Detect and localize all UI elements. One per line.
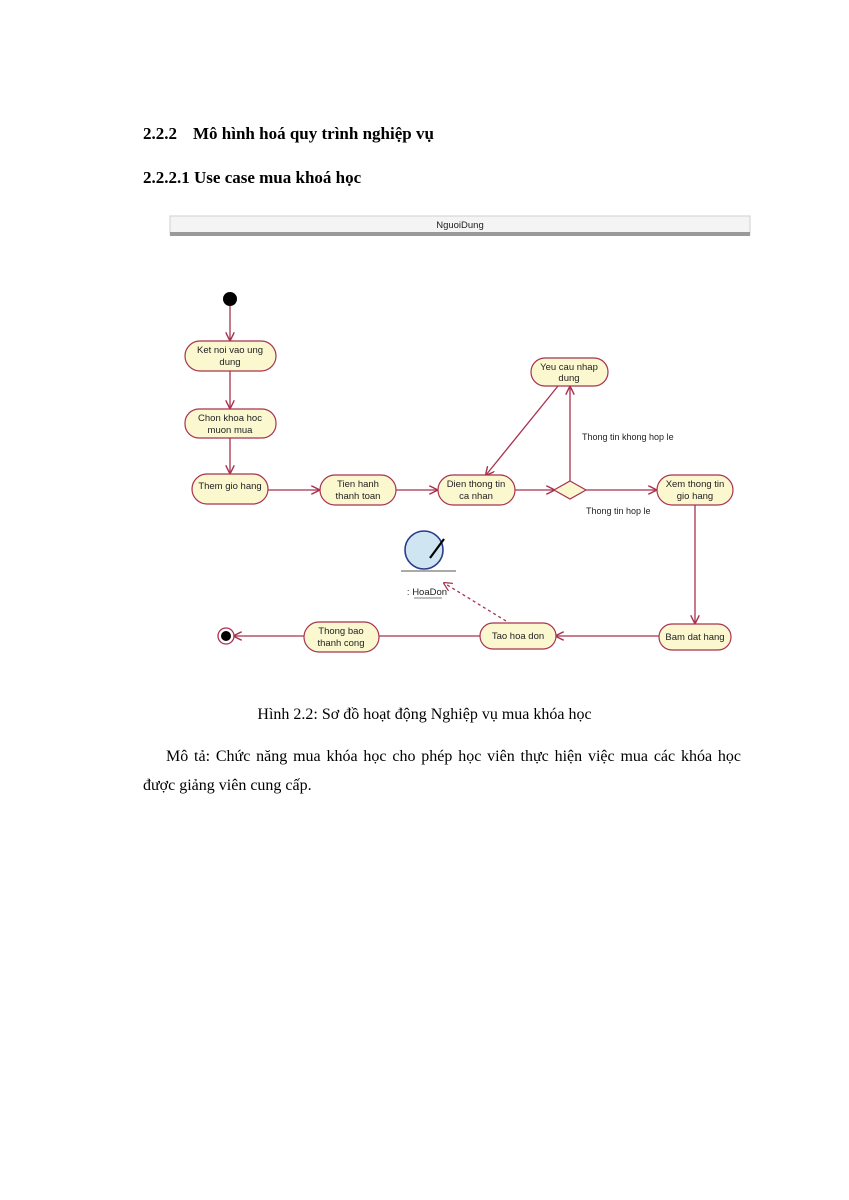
subsection-heading: 2.2.2.1 Use case mua khoá học <box>143 168 362 187</box>
action-node-create-invoice: Tao hoa don <box>479 622 557 650</box>
svg-text:Tao hoa don: Tao hoa don <box>492 631 544 642</box>
final-node <box>217 627 235 645</box>
edges <box>230 306 695 636</box>
initial-node <box>223 292 237 306</box>
edge-n6-n5 <box>486 385 559 475</box>
swimlane-header: NguoiDung <box>169 215 751 236</box>
guard-invalid: Thong tin khong hop le <box>582 432 674 442</box>
svg-text:Bam dat hang: Bam dat hang <box>665 632 724 643</box>
guard-valid: Thong tin hop le <box>586 506 651 516</box>
section-title: Mô hình hoá quy trình nghiệp vụ <box>193 124 434 143</box>
section-number: 2.2.2 <box>143 124 177 143</box>
object-label: : HoaDon <box>407 587 447 598</box>
action-node-add-to-cart: Them gio hang <box>191 473 269 505</box>
swimlane-label: NguoiDung <box>436 220 484 231</box>
decision-node <box>552 480 588 500</box>
description-paragraph: Mô tả: Chức năng mua khóa học cho phép h… <box>143 748 741 794</box>
edge-n9-object <box>444 583 507 622</box>
section-heading: 2.2.2 Mô hình hoá quy trình nghiệp vụ <box>143 124 434 144</box>
figure-caption: Hình 2.2: Sơ đồ hoạt động Nghiệp vụ mua … <box>257 706 592 723</box>
object-node-invoice: : HoaDon <box>401 530 456 599</box>
svg-text:Them gio hang: Them gio hang <box>198 481 261 492</box>
action-node-place-order: Bam dat hang <box>658 623 732 651</box>
